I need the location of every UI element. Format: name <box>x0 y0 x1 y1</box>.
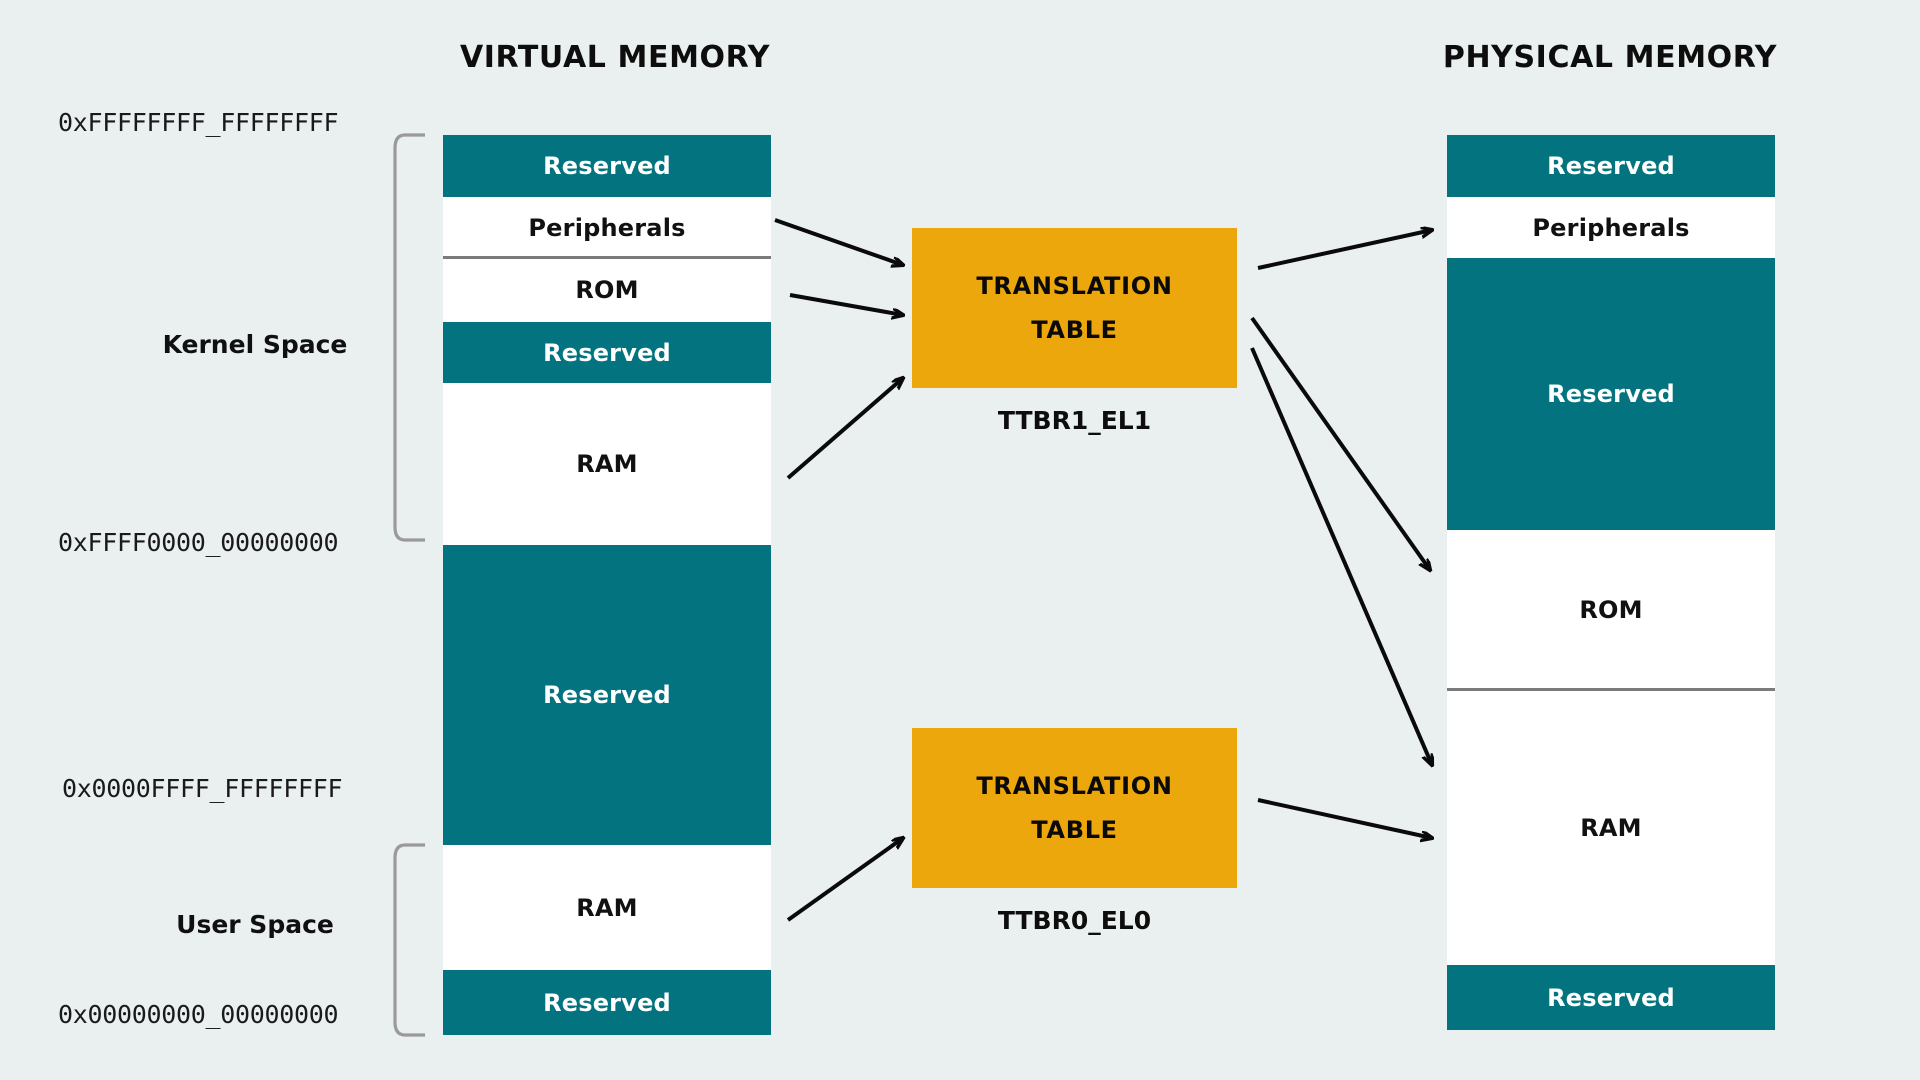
virtual-memory-heading: VIRTUAL MEMORY <box>459 40 771 75</box>
virtual-memory-block-label: Reserved <box>543 338 671 367</box>
translation-table-caption-ttbr1_el1: TTBR1_EL1 <box>997 406 1152 435</box>
translation-table-line1: TRANSLATION <box>976 772 1173 800</box>
physical-memory-block-rom: ROM <box>1447 530 1775 690</box>
user-space-bracket <box>393 843 425 1037</box>
physical-memory-block-reserved: Reserved <box>1447 135 1775 197</box>
virtual-memory-block-peripherals: Peripherals <box>443 197 771 258</box>
virtual-memory-block-label: RAM <box>576 893 638 922</box>
virtual-memory-block-label: Reserved <box>543 152 671 180</box>
address-label-top: 0xFFFFFFFF_FFFFFFFF <box>58 108 339 137</box>
virtual-memory-block-reserved: Reserved <box>443 545 771 845</box>
user-space-label: User Space <box>176 910 334 939</box>
arrow-ttbr0-to-ram <box>1257 798 1432 838</box>
arrow-ram-to-ttbr1 <box>786 378 903 480</box>
translation-table-box-ttbr0_el0[interactable]: TRANSLATION TABLE <box>912 728 1237 888</box>
arrow-rom-to-ttbr1 <box>789 293 903 315</box>
translation-table-line2: TABLE <box>1031 816 1118 844</box>
virtual-memory-block-reserved: Reserved <box>443 970 771 1035</box>
translation-table-caption-ttbr0_el0: TTBR0_EL0 <box>997 906 1152 935</box>
virtual-memory-block-reserved: Reserved <box>443 322 771 383</box>
arrow-peripherals-to-ttbr1 <box>774 218 903 265</box>
physical-memory-block-label: Reserved <box>1547 983 1675 1012</box>
physical-memory-heading: PHYSICAL MEMORY <box>1442 40 1778 75</box>
arrow-ttbr1-to-peripherals <box>1257 230 1432 270</box>
physical-memory-block-label: RAM <box>1580 813 1642 842</box>
translation-table-line1: TRANSLATION <box>976 272 1173 300</box>
physical-memory-block-reserved: Reserved <box>1447 258 1775 530</box>
virtual-memory-block-label: Peripherals <box>528 213 686 242</box>
kernel-space-label: Kernel Space <box>162 330 348 359</box>
physical-memory-block-label: Reserved <box>1547 152 1675 180</box>
virtual-memory-divider <box>443 256 771 259</box>
physical-memory-block-label: Peripherals <box>1532 213 1690 242</box>
virtual-memory-block-reserved: Reserved <box>443 135 771 197</box>
address-label-kernel-base: 0xFFFF0000_00000000 <box>58 528 339 557</box>
address-label-user-top: 0x0000FFFF_FFFFFFFF <box>62 774 343 803</box>
translation-table-box-ttbr1_el1[interactable]: TRANSLATION TABLE <box>912 228 1237 388</box>
virtual-memory-block-label: RAM <box>576 450 638 478</box>
arrow-ttbr1-to-ram <box>1250 347 1432 765</box>
physical-memory-block-reserved: Reserved <box>1447 965 1775 1030</box>
virtual-memory-block-label: ROM <box>575 276 639 304</box>
arrow-user-ram-to-ttbr0 <box>786 838 903 922</box>
virtual-memory-block-rom: ROM <box>443 258 771 322</box>
physical-memory-divider <box>1447 688 1775 691</box>
translation-table-line2: TABLE <box>1031 316 1118 344</box>
virtual-memory-block-ram: RAM <box>443 383 771 545</box>
physical-memory-block-label: ROM <box>1579 596 1643 624</box>
physical-memory-block-ram: RAM <box>1447 690 1775 965</box>
virtual-memory-block-label: Reserved <box>543 988 671 1017</box>
physical-memory-block-label: Reserved <box>1547 380 1675 408</box>
virtual-memory-block-label: Reserved <box>543 681 671 709</box>
arrow-ttbr1-to-rom <box>1250 316 1430 570</box>
virtual-memory-block-ram: RAM <box>443 845 771 970</box>
address-label-bottom: 0x00000000_00000000 <box>58 1000 339 1029</box>
physical-memory-block-peripherals: Peripherals <box>1447 197 1775 258</box>
